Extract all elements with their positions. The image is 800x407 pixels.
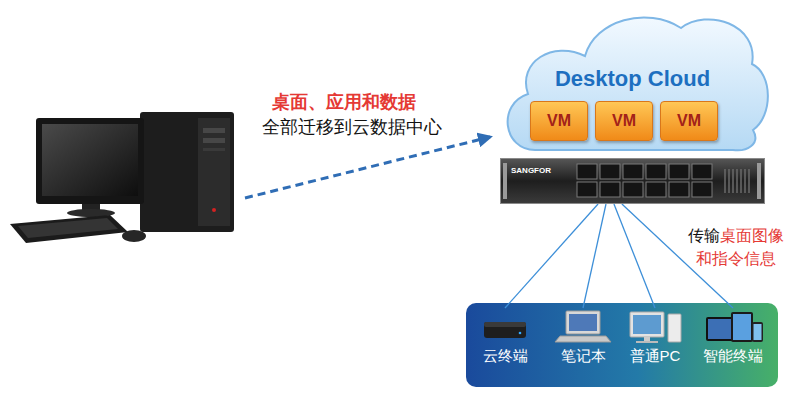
- rack-handle: [757, 163, 761, 199]
- drive-bay: [600, 182, 620, 197]
- mouse: [122, 230, 146, 242]
- server-node: SANGFOR: [500, 158, 765, 204]
- label-holder: 桌面图像: [720, 226, 784, 246]
- annotation: 传输: [688, 226, 720, 246]
- tablet: [706, 317, 734, 341]
- laptop-lid: [566, 311, 600, 334]
- drive-bay: [646, 182, 666, 197]
- cloud-node: Desktop CloudVM VM VM: [495, 4, 770, 154]
- label-holder: 和指令信息: [696, 249, 776, 269]
- drive-bay: [669, 182, 689, 197]
- pc-stand: [644, 337, 650, 341]
- vm-box: VM: [595, 101, 653, 141]
- vent-slot: [744, 169, 746, 193]
- annotation: 桌面图像: [720, 226, 784, 246]
- thin-client-top: [484, 322, 526, 327]
- monitor-bezel: [36, 118, 144, 204]
- drive-slot: [203, 138, 225, 143]
- device-caption: 智能终端: [695, 346, 771, 366]
- monitor-screen: [42, 124, 138, 196]
- tablet-screen: [733, 314, 751, 340]
- annotation: 和指令信息: [696, 249, 776, 269]
- pc-tower: [140, 112, 234, 232]
- pc-screen: [633, 315, 661, 334]
- client-device: 笔记本: [545, 308, 621, 366]
- laptop-screen: [569, 314, 597, 331]
- label-holder: 桌面、应用和数据: [272, 92, 416, 112]
- brand-label: SANGFOR: [511, 166, 551, 175]
- arrow-label: 全部迁移到云数据中心: [262, 117, 442, 137]
- device-icon: [698, 308, 768, 346]
- migration-arrow: [245, 137, 490, 198]
- connector-line: [614, 204, 655, 308]
- vm-label: VM: [677, 112, 701, 130]
- device-panel: [466, 303, 778, 387]
- drive-bay: [692, 164, 712, 179]
- device-caption: 云终端: [467, 346, 543, 366]
- drive-bay: [623, 164, 643, 179]
- vent-slot: [732, 169, 734, 193]
- client-device: 普通PC: [617, 308, 693, 366]
- vm-box: VM: [530, 101, 588, 141]
- client-device: 云终端: [467, 308, 543, 366]
- connector-line: [505, 204, 598, 308]
- phone: [752, 322, 763, 342]
- drive-slot: [203, 148, 225, 151]
- drive-bay: [669, 164, 689, 179]
- drive-slot: [203, 128, 225, 133]
- device-caption: 普通PC: [617, 346, 693, 366]
- drive-bay: [577, 182, 597, 197]
- device-icon: [470, 308, 540, 346]
- vent-slot: [724, 169, 726, 193]
- vent-slot: [740, 169, 742, 193]
- drive-bay: [600, 164, 620, 179]
- server-front: [501, 159, 764, 203]
- power-led: [212, 208, 216, 212]
- device-icon: [620, 308, 690, 346]
- vm-label: VM: [547, 112, 571, 130]
- device-caption: 笔记本: [545, 346, 621, 366]
- pc-tower: [668, 314, 681, 342]
- drive-bay: [646, 164, 666, 179]
- vm-label: VM: [612, 112, 636, 130]
- status-led: [519, 332, 522, 335]
- rack-handle: [503, 163, 507, 199]
- device-icon: [548, 308, 618, 346]
- arrow-label: 桌面、应用和数据: [272, 92, 416, 112]
- drive-bay: [692, 182, 712, 197]
- label-holder: 传输: [688, 226, 720, 246]
- drive-bay: [577, 164, 597, 179]
- tablet: [731, 312, 753, 342]
- thin-client-body: [484, 322, 526, 338]
- drive-bay: [623, 182, 643, 197]
- client-device: 智能终端: [695, 308, 771, 366]
- vent-slot: [736, 169, 738, 193]
- vent-slot: [748, 169, 750, 193]
- phone-screen: [754, 324, 762, 340]
- desktop-pc: [10, 112, 234, 243]
- pc-base: [636, 341, 658, 343]
- cloud-title: Desktop Cloud: [495, 66, 770, 92]
- connector-line: [583, 204, 606, 308]
- vm-box: VM: [660, 101, 718, 141]
- keyboard: [10, 215, 128, 243]
- laptop-base: [555, 336, 611, 342]
- keyboard-keys: [18, 218, 118, 238]
- pc-monitor: [630, 312, 664, 337]
- vent-slot: [728, 169, 730, 193]
- label-holder: 全部迁移到云数据中心: [262, 117, 442, 137]
- tablet-screen: [708, 319, 732, 339]
- tower-front: [198, 118, 230, 226]
